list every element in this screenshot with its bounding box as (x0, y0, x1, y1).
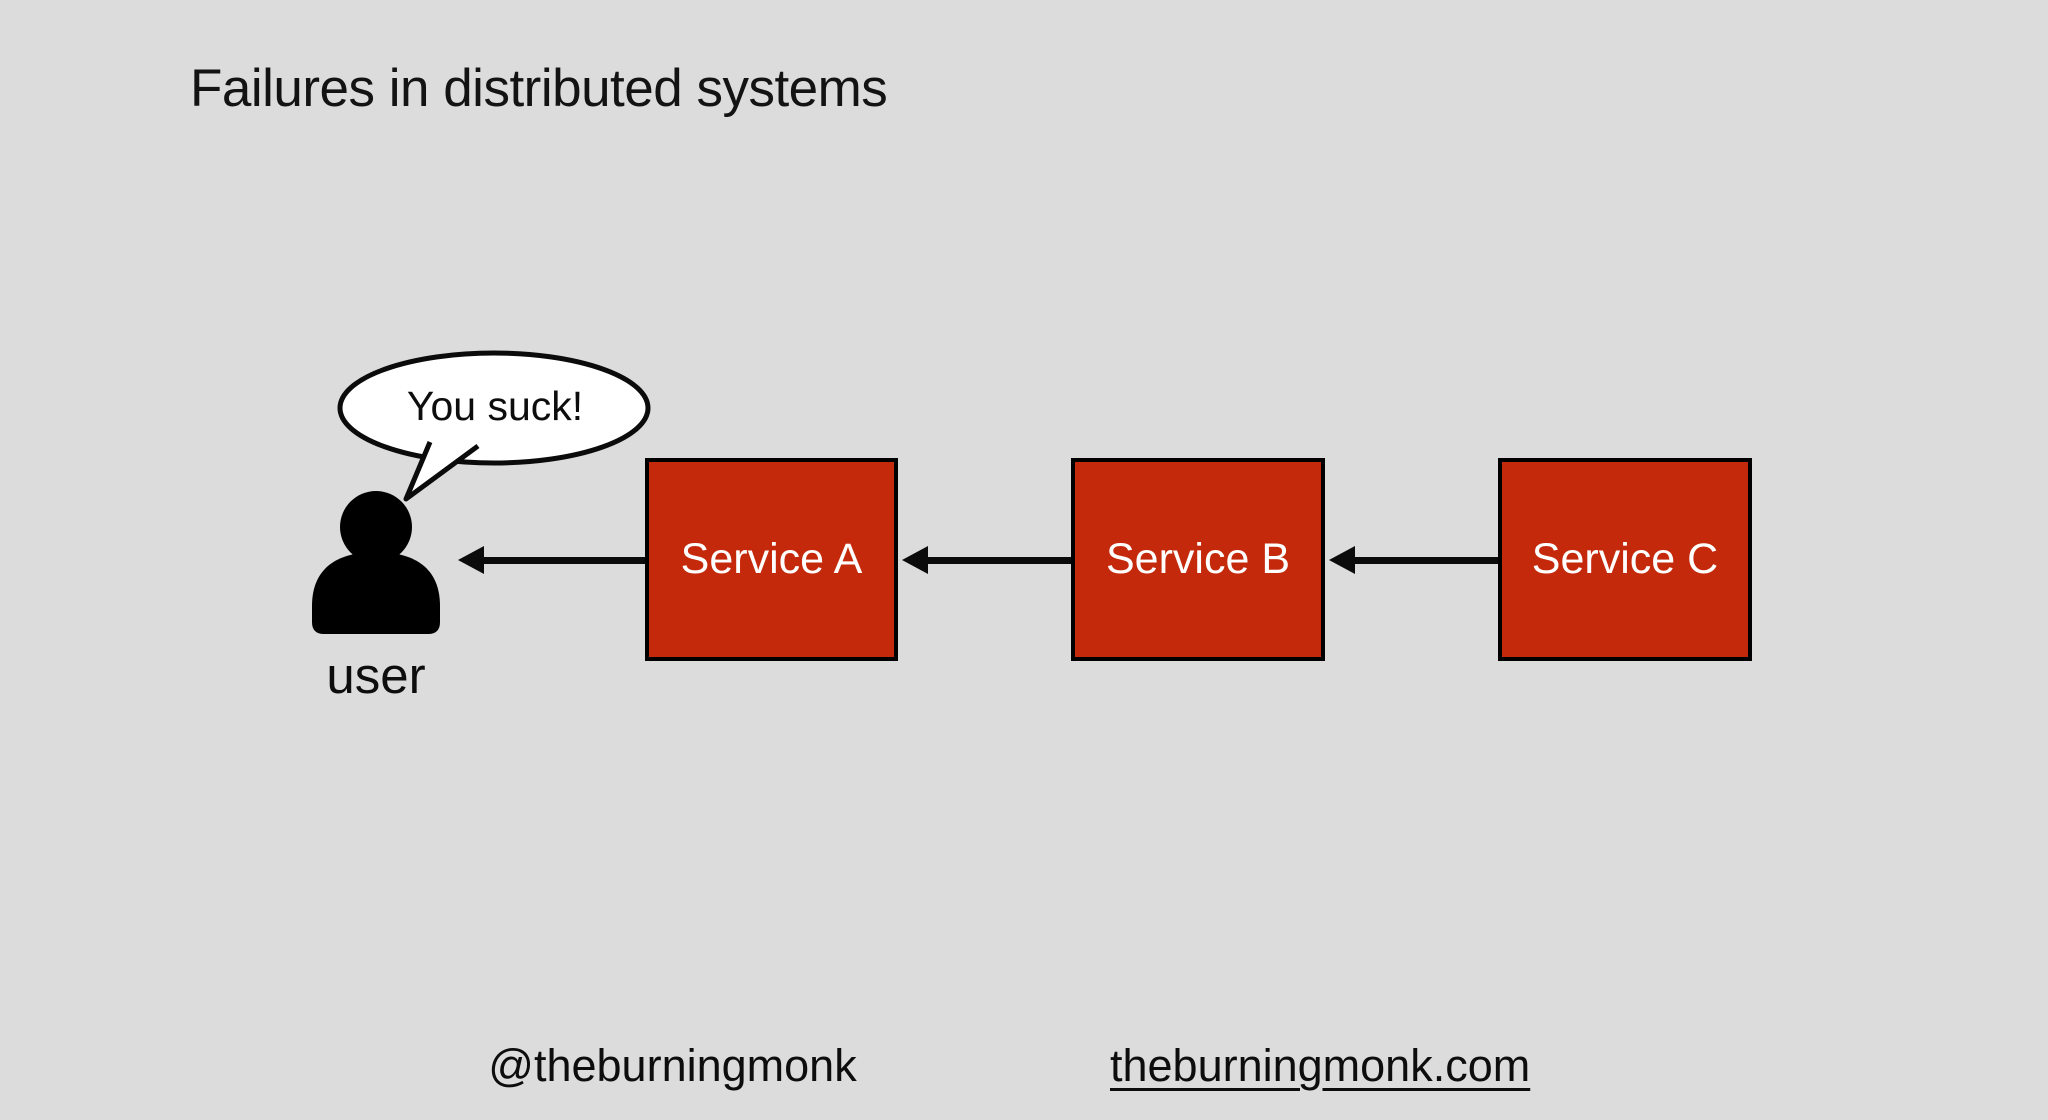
service-a-box: Service A (645, 458, 898, 661)
speech-bubble (337, 350, 651, 502)
arrow-line (922, 557, 1071, 564)
footer-website-link[interactable]: theburningmonk.com (1110, 1040, 1531, 1091)
user-label: user (326, 647, 426, 704)
service-a-label: Service A (680, 535, 863, 583)
service-c-box: Service C (1498, 458, 1752, 661)
arrow-service-a-to-user (458, 546, 645, 574)
arrow-head-left-icon (1329, 546, 1355, 574)
arrow-line (478, 557, 645, 564)
user-icon (312, 491, 440, 634)
service-c-label: Service C (1531, 535, 1719, 583)
speech-bubble-body (337, 350, 651, 466)
user-icon-body (312, 552, 440, 634)
footer-twitter-handle: @theburningmonk (488, 1040, 857, 1091)
service-b-box: Service B (1071, 458, 1325, 661)
speech-bubble-text: You suck! (406, 383, 584, 429)
speech-bubble-tail-outline (403, 441, 480, 502)
arrow-head-left-icon (902, 546, 928, 574)
user-icon-head (340, 491, 412, 563)
service-b-label: Service B (1105, 535, 1290, 583)
arrow-head-left-icon (458, 546, 484, 574)
slide-title: Failures in distributed systems (190, 59, 888, 118)
arrow-service-b-to-service-a (902, 546, 1071, 574)
arrow-service-c-to-service-b (1329, 546, 1498, 574)
arrow-line (1349, 557, 1498, 564)
